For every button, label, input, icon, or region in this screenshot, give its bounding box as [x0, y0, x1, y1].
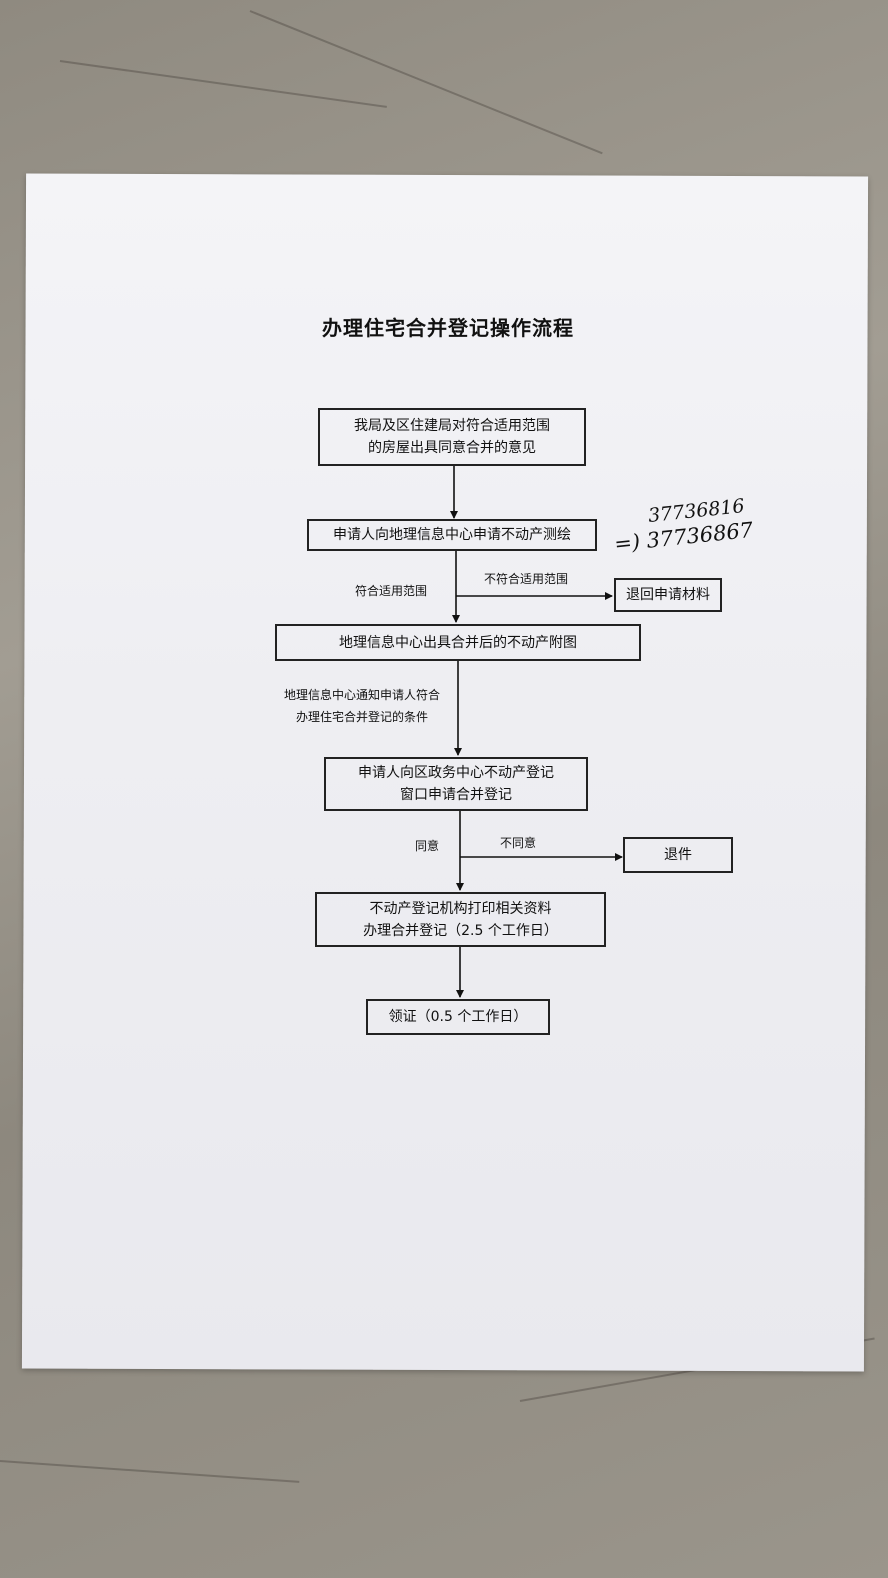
label-agree: 同意	[415, 839, 440, 853]
reject-box-1: 退回申请材料	[614, 578, 722, 612]
step-box-1: 我局及区住建局对符合适用范围 的房屋出具同意合并的意见	[318, 408, 586, 466]
step-box-2: 申请人向地理信息中心申请不动产测绘	[307, 519, 597, 551]
step-box-5: 不动产登记机构打印相关资料 办理合并登记（2.5 个工作日）	[315, 892, 606, 947]
label-conform: 符合适用范围	[355, 584, 428, 598]
label-notify: 地理信息中心通知申请人符合 办理住宅合并登记的条件	[284, 688, 441, 724]
step-box-6: 领证（0.5 个工作日）	[366, 999, 550, 1035]
step-box-3: 地理信息中心出具合并后的不动产附图	[275, 624, 641, 661]
step-box-4: 申请人向区政务中心不动产登记 窗口申请合并登记	[324, 757, 588, 811]
reject-box-2: 退件	[623, 837, 733, 873]
label-not-conform: 不符合适用范围	[484, 572, 569, 586]
page-title: 办理住宅合并登记操作流程	[322, 316, 574, 340]
label-disagree: 不同意	[500, 836, 537, 850]
